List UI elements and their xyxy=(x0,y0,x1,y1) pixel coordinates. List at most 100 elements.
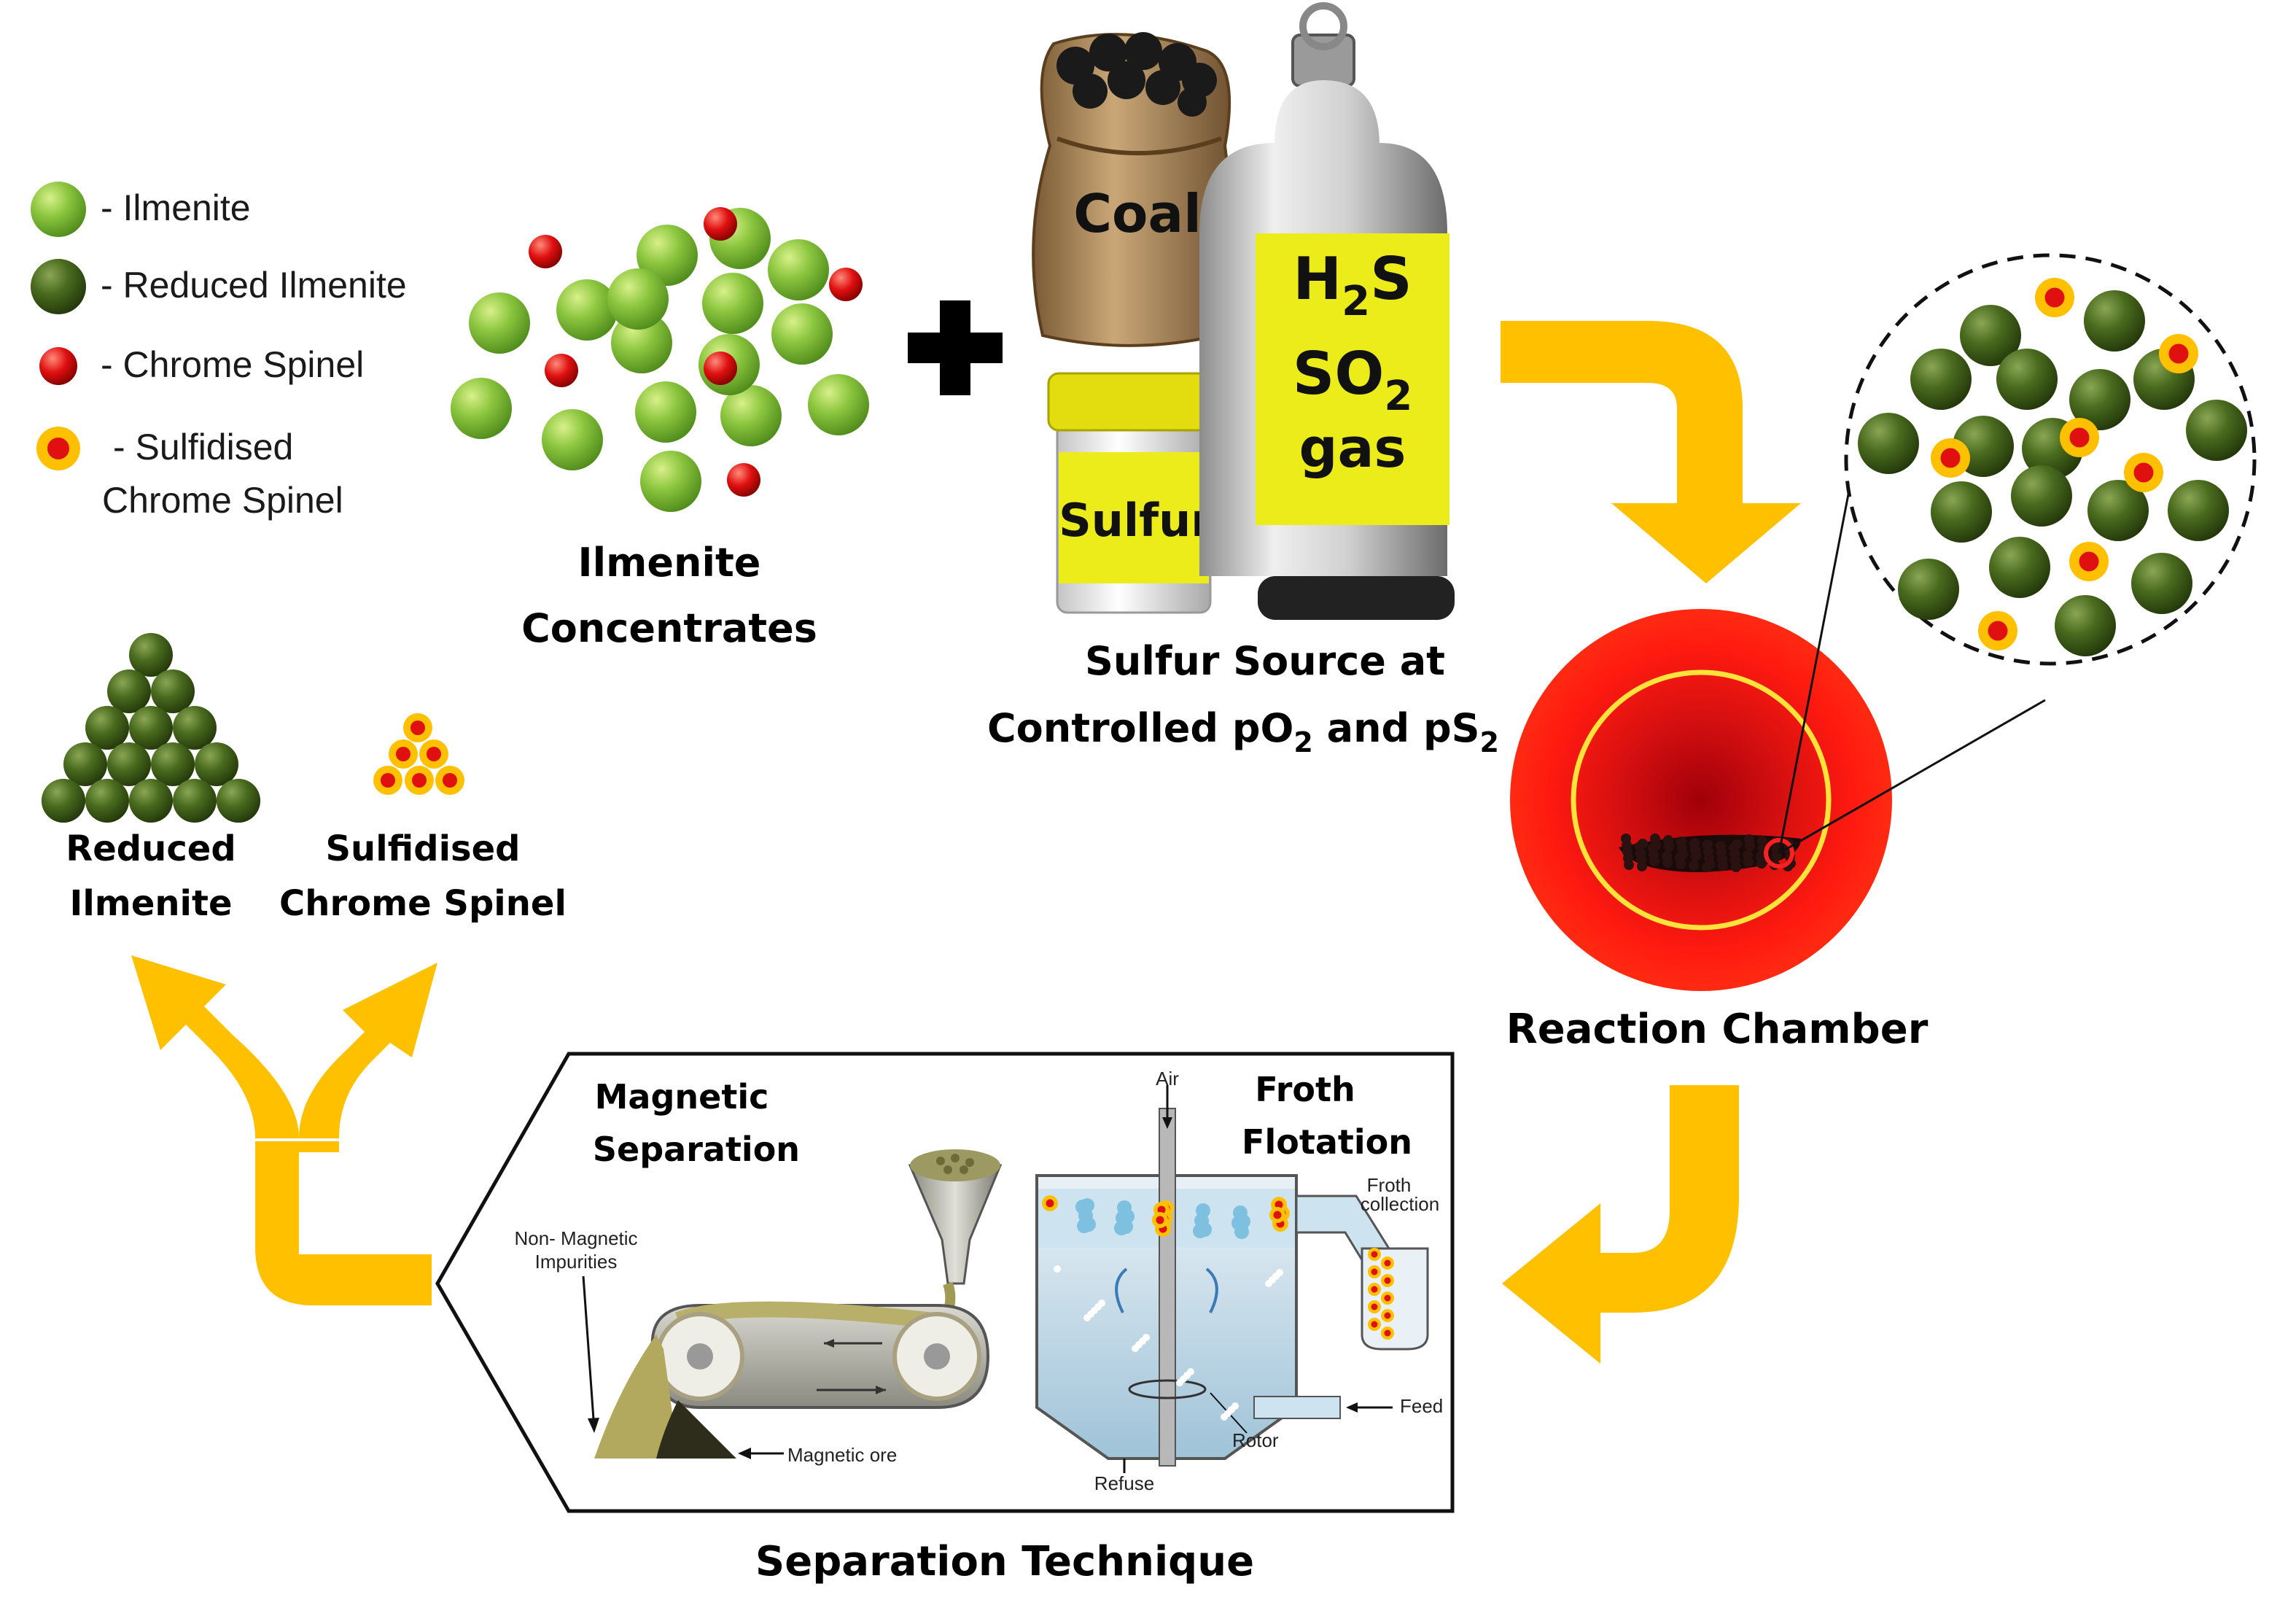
sulfur-source-title-1: Sulfur Source at xyxy=(1085,638,1445,684)
sulfidised-particle-core xyxy=(1371,1321,1378,1328)
sulfidised-particle-core xyxy=(1275,1200,1283,1209)
legend-chrome-swatch xyxy=(39,347,77,385)
reduced-ilmenite-particle xyxy=(85,706,129,750)
sulfidised-particle-core xyxy=(381,773,395,788)
coal-sack-icon: Coal xyxy=(1032,32,1237,347)
reduced-ilmenite-particle xyxy=(195,742,238,786)
sulfur-label: Sulfur xyxy=(1059,494,1213,547)
ilmenite-particle xyxy=(808,374,869,435)
ilmenite-particle xyxy=(635,381,696,443)
pile-grain xyxy=(1731,862,1741,872)
sulfidised-particle-core xyxy=(1157,1205,1166,1214)
reduced-ilmenite-title-2: Ilmenite xyxy=(69,883,232,924)
ilmenite-concentrates-title-2: Concentrates xyxy=(521,605,817,651)
froth-bubble xyxy=(1077,1219,1091,1233)
non-magnetic-label-1: Non- Magnetic xyxy=(514,1227,637,1249)
pile-grain xyxy=(1649,856,1659,866)
legend-sulfidised-core xyxy=(47,438,69,459)
ilmenite-particle xyxy=(640,451,701,512)
froth-bubble xyxy=(1075,1200,1090,1214)
reaction-chamber xyxy=(1510,494,2046,991)
ilmenite-particle xyxy=(469,292,530,354)
gas-h2s-label: H2S xyxy=(1293,245,1412,325)
sulfidised-chrome-spinel-pile xyxy=(373,713,464,795)
chrome-spinel-particle xyxy=(704,352,737,385)
zoom-spot xyxy=(1764,838,1794,869)
ilmenite-particle xyxy=(637,225,698,286)
sulfidised-particle-core xyxy=(1156,1216,1164,1224)
reduced-ilmenite-particle xyxy=(2168,480,2229,541)
reduced-ilmenite-particle xyxy=(2186,400,2247,461)
reduced-ilmenite-particle xyxy=(151,669,195,713)
froth-bubble xyxy=(1114,1221,1129,1235)
reaction-chamber-title: Reaction Chamber xyxy=(1506,1006,1929,1053)
gas-word-label: gas xyxy=(1299,417,1406,480)
sulfidised-particle-core xyxy=(1046,1199,1054,1208)
pile-grain xyxy=(1756,858,1767,869)
reduced-ilmenite-particle xyxy=(173,706,217,750)
ilmenite-concentrates-title-1: Ilmenite xyxy=(578,540,761,586)
rising-bubble xyxy=(1054,1265,1061,1273)
froth-flotation-title-2: Flotation xyxy=(1242,1122,1412,1162)
sulfidised-particle-core xyxy=(443,773,457,788)
plus-icon xyxy=(908,300,1003,395)
gas-cylinder-icon: H2S SO2 gas xyxy=(1199,2,1455,620)
ilmenite-particle xyxy=(611,312,672,373)
ilmenite-concentrates-cluster xyxy=(451,207,869,512)
separation-technique-panel: Magnetic Separation Non- Magnetic Impuri… xyxy=(435,1052,1455,1513)
magnetic-separation-title-2: Separation xyxy=(593,1130,800,1169)
sulfidised-particle-core xyxy=(1371,1286,1378,1293)
reduced-ilmenite-particle xyxy=(1960,305,2021,366)
reduced-ilmenite-title-1: Reduced xyxy=(66,828,236,869)
coal-label: Coal xyxy=(1073,183,1202,244)
pile-grain xyxy=(1676,859,1686,869)
reduced-ilmenite-particle xyxy=(107,669,151,713)
chrome-spinel-particle xyxy=(529,235,562,268)
reduced-ilmenite-particle xyxy=(2087,480,2149,541)
pile-grain xyxy=(1705,859,1715,869)
sulfidised-particle-core xyxy=(427,747,441,761)
chrome-spinel-particle xyxy=(727,463,760,497)
sulfidised-chrome-spinel-title-1: Sulfidised xyxy=(325,828,520,869)
legend-sulfidised-label-2: Chrome Spinel xyxy=(102,480,343,521)
froth-bubble xyxy=(1231,1216,1246,1230)
ilmenite-particle xyxy=(768,239,829,300)
reduced-ilmenite-particle xyxy=(2131,553,2192,614)
sulfidised-particle-core xyxy=(1384,1312,1391,1319)
arrow-to-products xyxy=(131,955,437,1305)
rising-bubble xyxy=(1083,1314,1091,1321)
sulfidised-particle-core xyxy=(1371,1268,1378,1275)
pile-grain xyxy=(1651,840,1661,850)
pile-grain xyxy=(1624,860,1634,870)
reduced-ilmenite-particle xyxy=(2069,369,2130,430)
froth-flotation-illustration xyxy=(1035,1085,1429,1473)
froth-bubble xyxy=(1193,1224,1207,1238)
ilmenite-particle xyxy=(607,268,669,330)
sulfidised-particle-core xyxy=(1371,1251,1378,1258)
ilmenite-particle xyxy=(556,279,618,341)
ilmenite-particle xyxy=(702,273,763,334)
magnetic-separator-illustration xyxy=(582,1149,1003,1459)
reduced-ilmenite-particle xyxy=(107,742,151,786)
ilmenite-particle xyxy=(542,409,603,470)
sulfidised-particle-core xyxy=(2044,287,2065,308)
pile-grain xyxy=(1745,841,1755,851)
pile-grain xyxy=(1678,850,1688,860)
sulfidised-particle-core xyxy=(1384,1259,1391,1267)
gas-so2-label: SO2 xyxy=(1293,340,1413,420)
sulfur-jar-icon: Sulfur xyxy=(1047,372,1221,614)
rotor-label: Rotor xyxy=(1232,1429,1279,1451)
chrome-spinel-particle xyxy=(704,207,737,241)
pile-grain xyxy=(1689,861,1699,871)
reduced-ilmenite-particle xyxy=(1996,349,2058,410)
legend: - Ilmenite - Reduced Ilmenite - Chrome S… xyxy=(31,182,407,521)
sulfidised-particle-core xyxy=(1273,1211,1282,1219)
legend-sulfidised-label-1: - Sulfidised xyxy=(113,427,293,467)
chrome-spinel-particle xyxy=(545,354,578,387)
sulfidised-particle-core xyxy=(2069,427,2090,448)
reduced-ilmenite-particle xyxy=(63,742,107,786)
sulfidised-particle-core xyxy=(1384,1277,1391,1284)
sulfidised-particle-core xyxy=(1940,448,1961,468)
reduced-ilmenite-particle xyxy=(2084,290,2145,352)
legend-reduced-swatch xyxy=(31,259,86,314)
